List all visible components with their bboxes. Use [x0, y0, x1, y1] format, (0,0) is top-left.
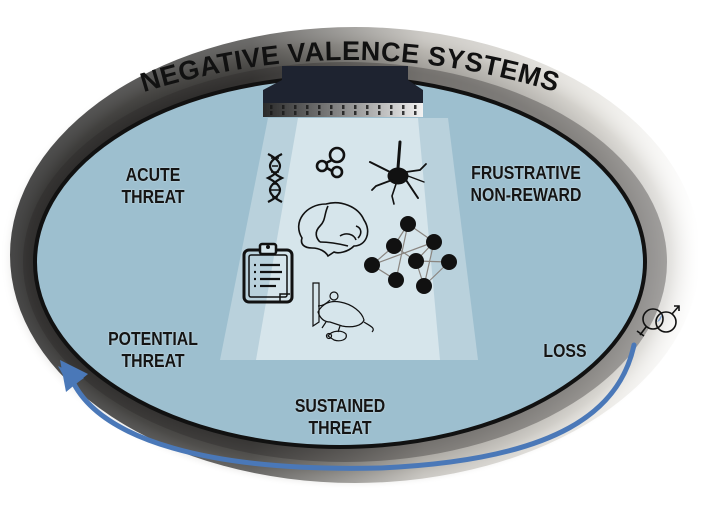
construct-potential-threat: POTENTIAL THREAT [96, 328, 210, 372]
construct-label-line: NON-REWARD [470, 185, 582, 205]
construct-acute-threat: ACUTE THREAT [105, 164, 202, 208]
construct-loss: LOSS [534, 340, 596, 362]
construct-label-line: THREAT [121, 351, 185, 371]
construct-frustrative-non-reward: FRUSTRATIVE NON-REWARD [456, 162, 597, 206]
construct-label-line: SUSTAINED [294, 396, 386, 416]
construct-label-line: POTENTIAL [108, 329, 198, 349]
neuron-icon [369, 140, 427, 205]
clipboard-checklist-icon [242, 242, 294, 304]
construct-label-line: LOSS [543, 341, 587, 361]
construct-label-line: THREAT [121, 187, 185, 207]
projector-lamp [263, 66, 423, 117]
network-graph-icon [364, 216, 457, 294]
sex-symbols-icon [636, 305, 680, 337]
construct-label-line: THREAT [308, 418, 372, 438]
construct-label-line: ACUTE [125, 165, 181, 185]
construct-sustained-threat: SUSTAINED THREAT [283, 395, 397, 439]
molecule-icon [315, 146, 346, 179]
development-arrow-icon [58, 342, 637, 471]
brain-icon [297, 202, 369, 258]
rodent-behavior-icon [312, 282, 374, 342]
dna-icon [265, 153, 285, 203]
construct-label-line: FRUSTRATIVE [471, 163, 581, 183]
